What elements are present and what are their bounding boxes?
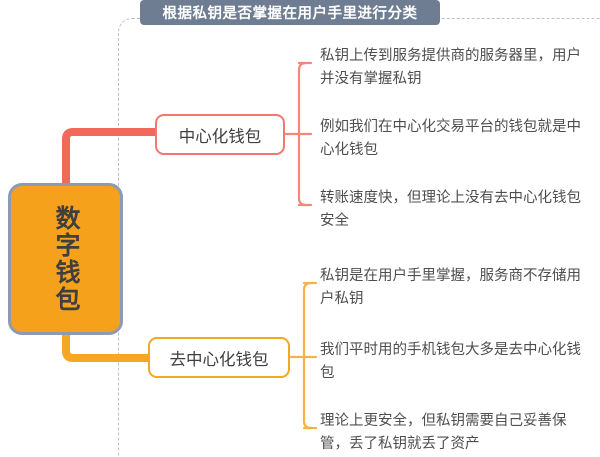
wire-centralized-spine — [297, 61, 308, 207]
leaf-centralized-1: 私钥上传到服务提供商的服务器里，用户并没有掌握私钥 — [320, 48, 581, 88]
wire-root-to-centralized — [62, 128, 155, 183]
branch-node-centralized[interactable]: 中心化钱包 — [155, 114, 285, 155]
classification-header-badge: 根据私钥是否掌握在用户手里进行分类 — [140, 0, 440, 25]
branch-node-decentralized[interactable]: 去中心化钱包 — [148, 337, 290, 378]
leaf-centralized-2: 例如我们在中心化交易平台的钱包就是中心化钱包 — [320, 119, 581, 159]
leaf-centralized-3: 转账速度快，但理论上没有去中心化钱包安全 — [320, 190, 581, 230]
classification-header-label: 根据私钥是否掌握在用户手里进行分类 — [162, 6, 418, 22]
leaf-decentralized-3: 理论上更安全，但私钥需要自己妥善保管，丢了私钥就丢了资产 — [320, 413, 567, 453]
root-node-label: 数字钱包 — [52, 205, 80, 313]
leaf-decentralized-2: 我们平时用的手机钱包大多是去中心化钱包 — [320, 342, 581, 382]
wire-root-to-decentralized — [62, 335, 148, 362]
leaf-decentralized-1: 私钥是在用户手里掌握，服务商不存储用户私钥 — [320, 268, 581, 308]
wire-decentralized-spine — [302, 281, 313, 430]
root-node-digital-wallet[interactable]: 数字钱包 — [8, 183, 123, 335]
branch-node-decentralized-label: 去中心化钱包 — [169, 350, 269, 369]
branch-node-centralized-label: 中心化钱包 — [178, 127, 262, 146]
